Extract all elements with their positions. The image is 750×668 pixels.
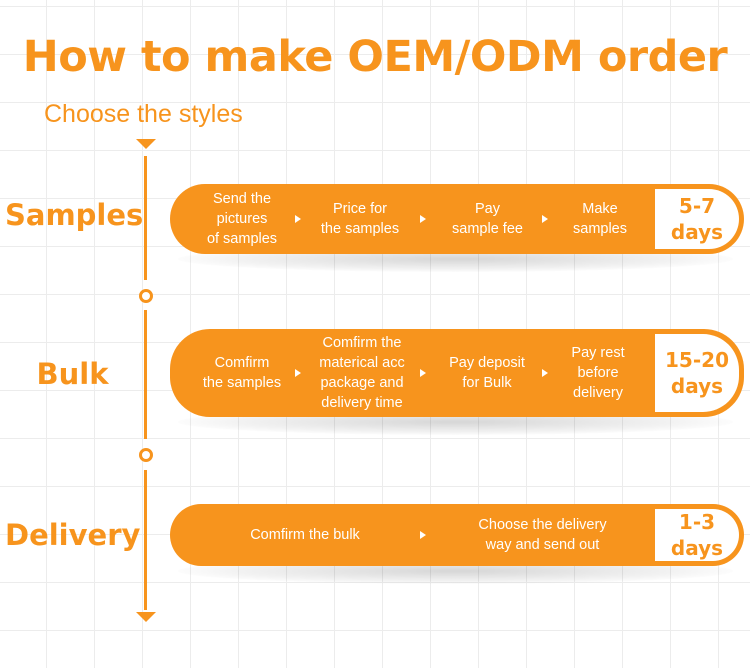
arrow-right-icon [420, 369, 426, 377]
page-title: How to make OEM/ODM order [22, 32, 728, 82]
step-confirm-bulk: Comfirm the bulk [250, 527, 360, 543]
step-pay-deposit: Pay deposit for Bulk [449, 355, 525, 391]
step-confirm-material: Comfirm the materical acc package and de… [319, 335, 405, 411]
subtitle-choose-styles: Choose the styles [44, 100, 243, 128]
arrow-right-icon [295, 215, 301, 223]
step-send-pictures: Send the pictures of samples [206, 191, 278, 247]
arrow-right-icon [420, 215, 426, 223]
timeline-start-arrow-icon [136, 139, 156, 149]
stage-label-bulk: Bulk [36, 357, 109, 391]
timeline-line [144, 156, 147, 280]
stage-label-delivery: Delivery [5, 518, 141, 552]
timeline-line [144, 470, 147, 610]
step-pay-sample-fee: Pay sample fee [452, 201, 523, 237]
duration-badge-delivery: 1-3 days [655, 509, 739, 561]
arrow-right-icon [295, 369, 301, 377]
duration-badge-samples: 5-7 days [655, 189, 739, 249]
timeline-end-arrow-icon [136, 612, 156, 622]
step-confirm-samples: Comfirm the samples [202, 355, 282, 391]
step-make-samples: Make samples [573, 201, 627, 237]
stage-label-samples: Samples [5, 198, 144, 232]
stage-pill-samples: Send the pictures of samples Price for t… [170, 184, 744, 254]
timeline-node-icon [139, 289, 153, 303]
arrow-right-icon [542, 215, 548, 223]
arrow-right-icon [542, 369, 548, 377]
stage-pill-delivery: Comfirm the bulk Choose the delivery way… [170, 504, 744, 566]
arrow-right-icon [420, 531, 426, 539]
step-pay-rest: Pay rest before delivery [571, 345, 625, 401]
step-choose-delivery: Choose the delivery way and send out [478, 517, 607, 553]
duration-badge-bulk: 15-20 days [655, 334, 739, 412]
step-price-samples: Price for the samples [320, 201, 400, 237]
timeline-line [144, 310, 147, 439]
timeline-node-icon [139, 448, 153, 462]
stage-pill-bulk: Comfirm the samples Comfirm the materica… [170, 329, 744, 417]
